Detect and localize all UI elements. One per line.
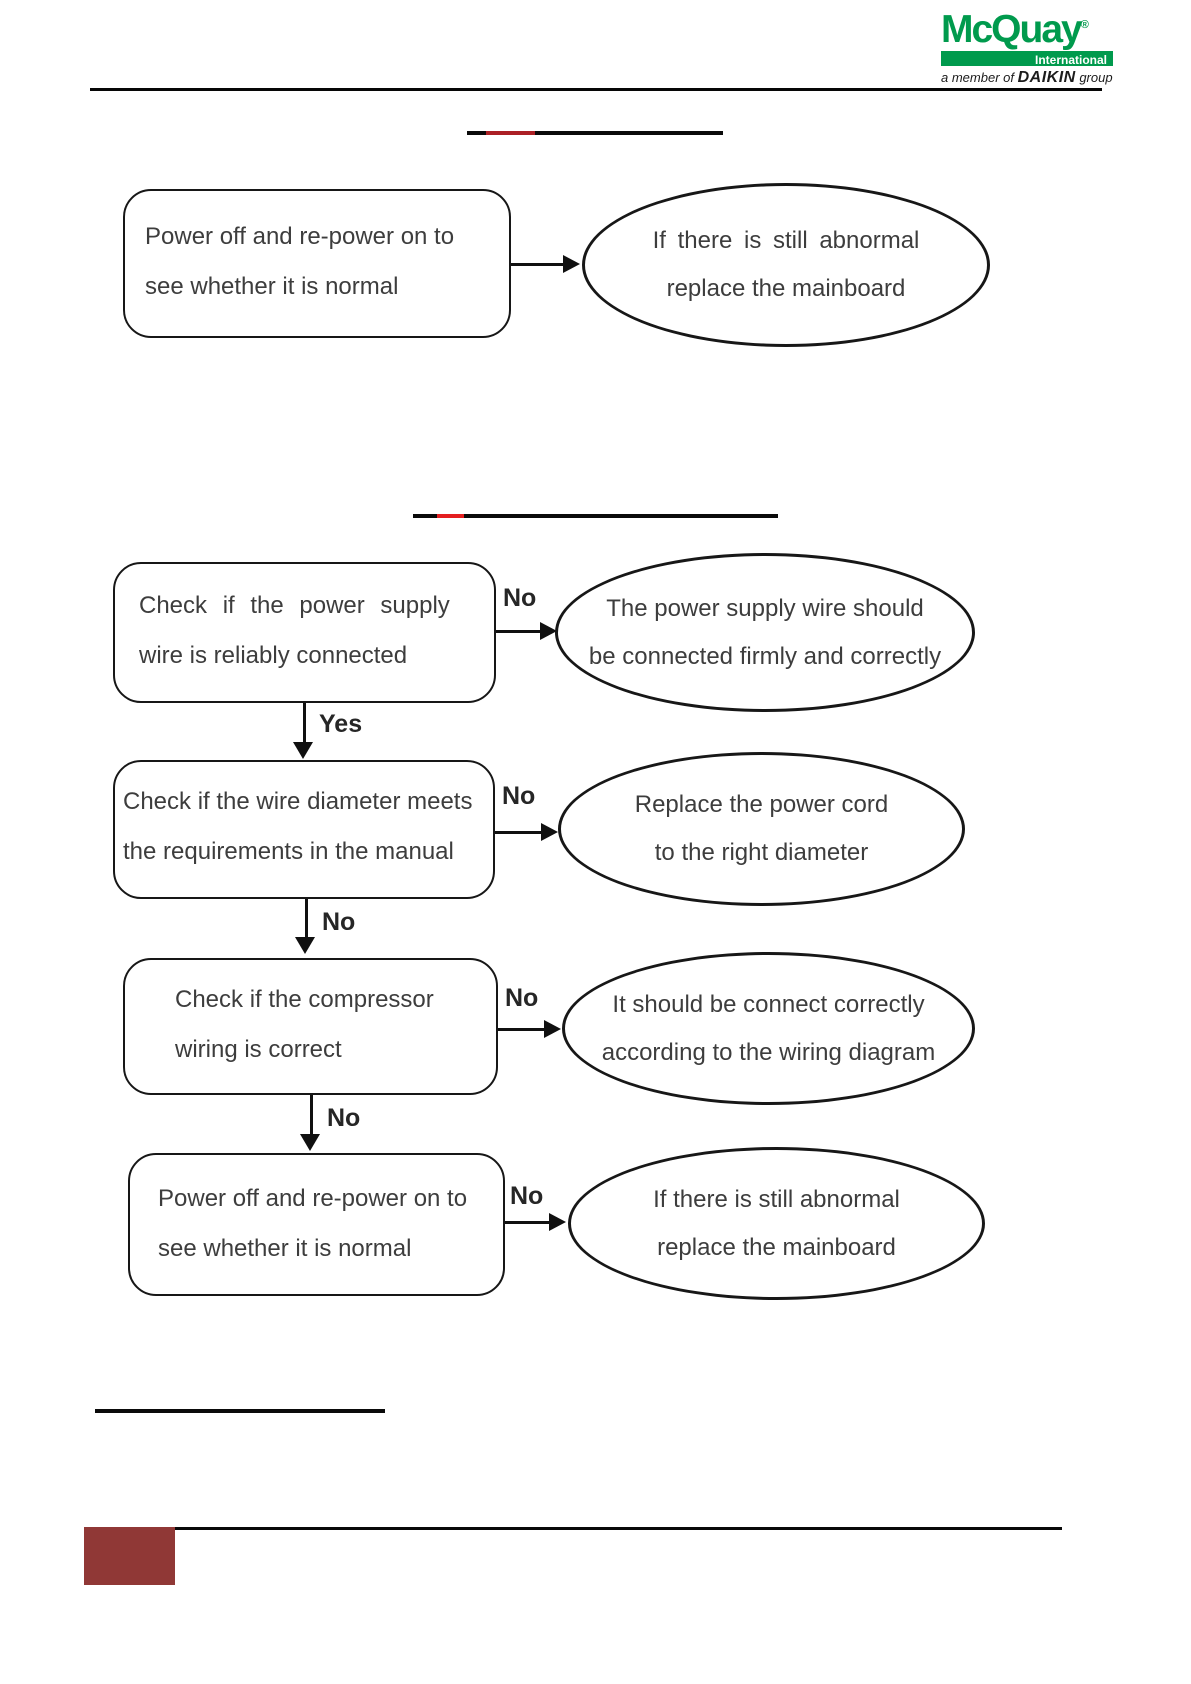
brand-tagline: a member of DAIKIN group bbox=[941, 69, 1113, 86]
flow2-row2-result-ellipse: Replace the power cord to the right diam… bbox=[558, 752, 965, 906]
flow2-row2-ellipse-line1: Replace the power cord bbox=[634, 791, 889, 818]
flow1-ellipse-line1: If there is still abnormal bbox=[652, 227, 920, 254]
header-divider bbox=[90, 88, 1102, 91]
flow2-row3-arrow-line bbox=[498, 1028, 546, 1031]
flow2-row4-box-line1: Power off and re-power on to bbox=[158, 1185, 468, 1212]
section-heading-underline-2 bbox=[413, 514, 778, 518]
flow2-row2-ellipse-line2: to the right diameter bbox=[654, 839, 869, 866]
flow2-connector1-line bbox=[303, 703, 306, 744]
brand-banner: International bbox=[941, 51, 1113, 67]
flow2-row1-arrow-line bbox=[496, 630, 542, 633]
flow2-row1-ellipse-line2: be connected firmly and correctly bbox=[588, 642, 942, 670]
flow2-row3-box-line2: wiring is correct bbox=[175, 1036, 342, 1063]
flow2-row1-box: Check if the power supply wire is reliab… bbox=[113, 562, 496, 703]
brand-sub-text: International bbox=[1034, 53, 1107, 67]
flow2-row3-result-ellipse: It should be connect correctly according… bbox=[562, 952, 975, 1105]
flow2-row4-result-ellipse: If there is still abnormal replace the m… bbox=[568, 1147, 985, 1300]
flow2-row1-no-label: No bbox=[503, 584, 537, 612]
flow2-row1-box-line2: wire is reliably connected bbox=[139, 642, 408, 669]
flow2-row2-box-line2: the requirements in the manual bbox=[123, 838, 454, 865]
flow1-box-line1: Power off and re-power on to bbox=[145, 223, 455, 250]
flow1-arrow-line bbox=[511, 263, 565, 266]
flow2-row2-no-label: No bbox=[502, 782, 536, 810]
flow2-row2-arrowhead-icon bbox=[541, 823, 558, 841]
flow2-connector2-arrowhead-icon bbox=[295, 937, 315, 954]
flow2-connector3-line bbox=[310, 1095, 313, 1136]
flow2-connector3-no-label: No bbox=[327, 1104, 361, 1132]
flow1-result-ellipse: If there is still abnormal replace the m… bbox=[582, 183, 990, 347]
flow2-row1-ellipse-line1: The power supply wire should bbox=[606, 594, 924, 622]
flow2-connector3-arrowhead-icon bbox=[300, 1134, 320, 1151]
flow2-row4-arrowhead-icon bbox=[549, 1213, 566, 1231]
flow1-arrowhead-icon bbox=[563, 255, 580, 273]
flow2-row4-no-label: No bbox=[510, 1182, 544, 1210]
underline-red-segment bbox=[437, 514, 464, 518]
section-heading-underline-3 bbox=[95, 1409, 385, 1413]
brand-wordmark: McQuay® bbox=[941, 6, 1117, 49]
flow2-connector1-yes-label: Yes bbox=[319, 710, 363, 738]
footer-divider bbox=[175, 1527, 1062, 1530]
flow2-row4-box: Power off and re-power on to see whether… bbox=[128, 1153, 505, 1296]
flow2-row3-ellipse-line1: It should be connect correctly bbox=[612, 990, 925, 1018]
flow2-row4-ellipse-line2: replace the mainboard bbox=[657, 1233, 896, 1261]
flow2-row1-box-line1: Check if the power supply bbox=[139, 592, 450, 619]
flow2-row1-arrowhead-icon bbox=[540, 622, 557, 640]
flow1-ellipse-line2: replace the mainboard bbox=[666, 275, 906, 302]
registered-trademark-icon: ® bbox=[1080, 19, 1089, 31]
flow2-row3-ellipse-line2: according to the wiring diagram bbox=[601, 1038, 936, 1066]
flow1-step-box: Power off and re-power on to see whether… bbox=[123, 189, 511, 338]
flow2-row3-arrowhead-icon bbox=[544, 1020, 561, 1038]
flow2-connector1-arrowhead-icon bbox=[293, 742, 313, 759]
flow2-row3-box-line1: Check if the compressor bbox=[175, 986, 434, 1013]
flow2-row3-no-label: No bbox=[505, 984, 539, 1012]
flow2-row4-ellipse-line1: If there is still abnormal bbox=[653, 1185, 900, 1213]
flow1-box-line2: see whether it is normal bbox=[145, 273, 399, 300]
daikin-text: DAIKIN bbox=[1017, 69, 1076, 86]
flow2-connector2-line bbox=[305, 899, 308, 939]
flow2-row1-result-ellipse: The power supply wire should be connecte… bbox=[555, 553, 975, 712]
footer-page-number-block bbox=[84, 1527, 175, 1585]
flow2-row2-box-line1: Check if the wire diameter meets bbox=[123, 788, 473, 815]
flow2-connector2-no-label: No bbox=[322, 908, 356, 936]
flow2-row4-box-line2: see whether it is normal bbox=[158, 1235, 412, 1262]
section-heading-underline-1 bbox=[467, 131, 723, 135]
underline-red-segment bbox=[486, 131, 535, 135]
flow2-row2-arrow-line bbox=[495, 831, 543, 834]
flow2-row3-box: Check if the compressor wiring is correc… bbox=[123, 958, 498, 1095]
mcquay-logo: McQuay® International a member of DAIKIN… bbox=[941, 6, 1117, 87]
flow2-row4-arrow-line bbox=[505, 1221, 551, 1224]
brand-text: McQuay bbox=[941, 8, 1083, 51]
flow2-row2-box: Check if the wire diameter meets the req… bbox=[113, 760, 495, 899]
